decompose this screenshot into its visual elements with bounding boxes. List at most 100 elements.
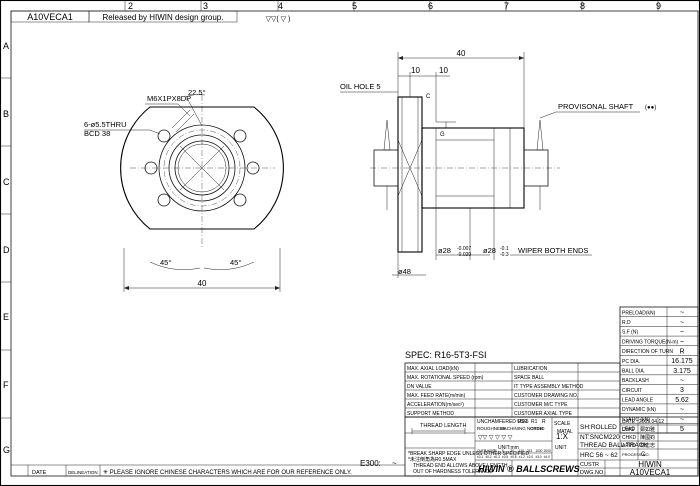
provisional-shaft-tag: (●●)	[645, 105, 656, 111]
drawing-code-header: A10VECA1	[27, 12, 73, 22]
front-view: M6X1PX8DP 22.5° 6-ø5.5THRU BCD 38 45° 45…	[84, 88, 284, 292]
param-value: ~	[680, 407, 684, 414]
spec-right-label: CUSTOMER AXIAL TYPE	[514, 411, 573, 417]
param-value: 5	[680, 426, 684, 433]
param-label: LEAD ANGLE	[622, 398, 654, 404]
side-view: 40 10 10 OIL HOLE 5 C G PROVISONAL SHAFT…	[340, 49, 656, 278]
dim-10-b: 10	[439, 66, 448, 75]
param-value: ~	[680, 378, 684, 385]
spec-right-label: CUSTOMER M/C TYPE	[514, 402, 568, 408]
param-label: CIRCUIT	[622, 388, 642, 394]
param-value: R	[679, 348, 684, 355]
tol-head-cell: 2000	[544, 449, 551, 453]
thread-end-note-2: OUT OF HARDNESS TOLERANCE	[413, 469, 493, 475]
tol-head-cell: 3	[494, 449, 496, 453]
tol-head-cell: 6	[502, 449, 504, 453]
row-label-f: F	[3, 380, 9, 390]
spec-right-label: IT TYPE ASSEMBLY METHOD	[514, 384, 584, 390]
row-label-e: E	[3, 312, 9, 322]
col-label-2: 2	[128, 1, 133, 11]
row-label-b: B	[3, 109, 9, 119]
param-label: R.D	[622, 320, 631, 326]
machining-label: MACHINING NOTCH	[500, 426, 543, 431]
material-label: MATAL	[557, 429, 573, 435]
tol-value-cell: ±0.1	[477, 455, 483, 459]
param-value: 3	[680, 387, 684, 394]
surface-finish-symbol: ▽▽( ▽ )	[266, 16, 291, 23]
spec-left-label: MAX. FEED RATE(m/min)	[407, 393, 466, 399]
column-zone-labels: 2 3 4 5 6 7 8 9	[124, 0, 661, 11]
parameter-table: PRELOAD(kN)~R.D~S.F (N)~DRIVING TORQUE(N…	[619, 306, 699, 434]
angle-callout-22: 22.5°	[188, 88, 206, 97]
param-value: 3.175	[673, 368, 691, 375]
angle-callout-right: 45°	[230, 258, 241, 267]
unchamfered-label: UNCHAMFERED USE	[477, 419, 528, 425]
dwg-header: DWG	[622, 427, 634, 433]
spec-right-label: CUSTOMER DRAWING NO.	[514, 393, 578, 399]
param-label: BACKLASH	[622, 378, 649, 384]
datum-g: G	[440, 132, 445, 138]
param-value: ~	[680, 416, 684, 423]
header-strip: A10VECA1 Released by HIWIN design group.…	[10, 10, 291, 23]
spec-right-label: SPACE BALL	[514, 375, 544, 381]
param-label: DYNAMIC (kN)	[622, 407, 656, 413]
col-label-6: 6	[428, 1, 433, 11]
revision-strip: DATE DELINEATION ✳ PLEASE IGNORE CHINESE…	[11, 464, 405, 476]
hole-callout-2: BCD 38	[84, 129, 110, 138]
unit-label: UNIT:mm	[498, 445, 519, 451]
col-label-4: 4	[278, 1, 283, 11]
param-value: 5.62	[675, 397, 689, 404]
grind-label: GRIND	[530, 426, 545, 431]
unit-header: UNIT	[555, 445, 567, 451]
param-value: ~	[680, 319, 684, 326]
tol-value-cell: ±2.0	[527, 455, 533, 459]
custr-value: HIWIN	[638, 460, 662, 469]
chamfer-r: R	[542, 419, 546, 425]
col-label-8: 8	[580, 1, 585, 11]
tol-head-cell: 315	[527, 449, 533, 453]
body-tol-upper: -0.007	[457, 246, 471, 252]
scale-label: SCALE	[554, 421, 571, 427]
param-label: PRELOAD(kN)	[622, 310, 656, 316]
tol-head-cell: UNDER	[485, 449, 497, 453]
dim-10-a: 10	[411, 66, 420, 75]
e300-label: E300:	[360, 459, 381, 468]
bolt-hole	[144, 161, 158, 175]
bolt-hole	[233, 193, 247, 207]
appd-header: APPD	[622, 443, 636, 449]
body-tol-lower: -0.020	[457, 252, 471, 258]
tol-value-cell: ±1.2	[519, 455, 525, 459]
angle-callout-left: 45°	[160, 258, 171, 267]
param-value: ~	[680, 329, 684, 336]
material-line-1: SH:ROLLED	[580, 424, 617, 431]
param-value: ~	[680, 339, 684, 346]
thread-callout: M6X1PX8DP	[147, 94, 191, 103]
col-label-7: 7	[504, 1, 509, 11]
row-zone-labels: A B C D E F G	[0, 41, 11, 455]
custr-header: CUSTR	[580, 462, 599, 468]
reference-note: ✳ PLEASE IGNORE CHINESE CHARACTERS WHICH…	[103, 469, 352, 476]
inner-border	[10, 10, 699, 477]
row-label-d: D	[3, 245, 10, 255]
provisional-shaft-note: PROVISONAL SHAFT	[558, 102, 634, 111]
row-label-a: A	[3, 41, 9, 51]
chamfer-r05: R0.5	[518, 419, 529, 425]
nut-diameter: ø28	[483, 246, 496, 255]
param-label: STATIC (kN)	[622, 417, 650, 423]
dwgno-value: A10VECA1	[630, 468, 671, 477]
flange-outline	[120, 106, 284, 230]
tol-value-cell: ±0.2	[485, 455, 491, 459]
dwgno-header: DWG.NO.	[580, 470, 605, 476]
side-flange	[397, 96, 423, 253]
col-label-9: 9	[656, 1, 661, 11]
spec-left-label: MAX. AXIAL LOAD(kN)	[407, 366, 459, 372]
title-block: THREAD LENGTH UNCHAMFERED USE R0.5 R1 R …	[360, 416, 699, 477]
spec-left-label: ACCELERATION(m/sec²)	[407, 402, 464, 408]
thread-length-label: THREAD LENGTH	[420, 423, 466, 429]
row-label-g: G	[3, 445, 10, 455]
param-label: S.F (N)	[622, 330, 638, 336]
e300-value: ~	[392, 459, 397, 468]
